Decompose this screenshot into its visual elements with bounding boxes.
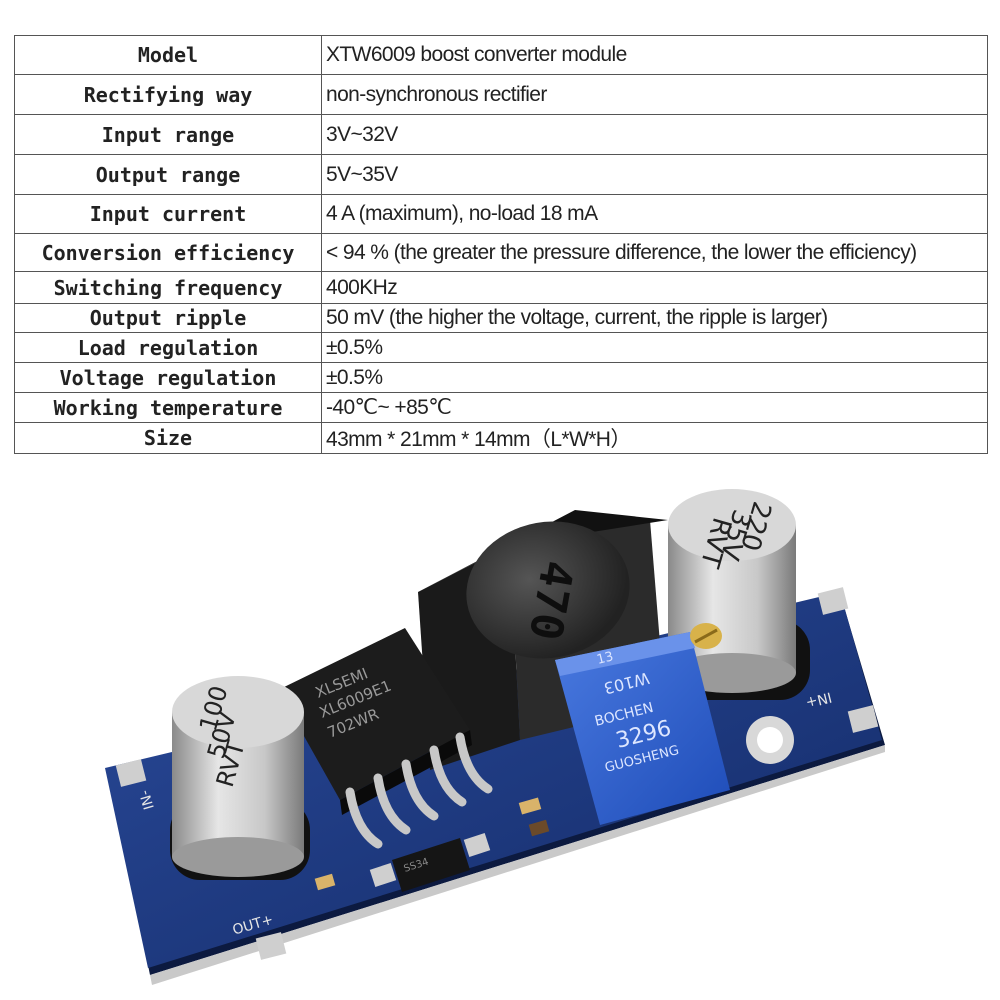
potentiometer-top — [555, 632, 695, 676]
spec-row-load-regulation: Load regulation ±0.5% — [14, 332, 988, 363]
spec-row-switching-frequency: Switching frequency 400KHz — [14, 271, 988, 304]
spec-label: Input range — [14, 114, 322, 155]
spec-label: Working temperature — [14, 392, 322, 423]
spec-label: Output ripple — [14, 303, 322, 333]
pad — [847, 705, 879, 733]
spec-row-output-ripple: Output ripple 50 mV (the higher the volt… — [14, 303, 988, 333]
spec-label: Rectifying way — [14, 74, 322, 115]
spec-row-output-range: Output range 5V~35V — [14, 154, 988, 195]
pad — [817, 587, 849, 615]
spec-table: Model XTW6009 boost converter module Rec… — [14, 35, 988, 454]
spec-value: 43mm * 21mm * 14mm（L*W*H） — [321, 422, 988, 454]
spec-value: 50 mV (the higher the voltage, current, … — [321, 303, 988, 333]
cap-left-top — [172, 676, 304, 748]
smd-resistor — [528, 819, 550, 837]
spec-value: 4 A (maximum), no-load 18 mA — [321, 194, 988, 234]
diode-lead — [463, 833, 491, 857]
spec-value: 3V~32V — [321, 114, 988, 155]
spec-row-model: Model XTW6009 boost converter module — [14, 35, 988, 75]
silk-in-minus: IN- — [137, 788, 158, 811]
spec-value: < 94 % (the greater the pressure differe… — [321, 233, 988, 272]
mounting-hole-inner — [757, 727, 783, 753]
chip-lead — [455, 732, 493, 794]
silk-in-plus: IN+ — [804, 688, 833, 710]
spec-label: Output range — [14, 154, 322, 195]
pcb-side — [150, 745, 885, 985]
spec-value: ±0.5% — [321, 332, 988, 363]
spec-value: ±0.5% — [321, 362, 988, 393]
spec-value: non-synchronous rectifier — [321, 74, 988, 115]
spec-row-conversion-efficiency: Conversion efficiency < 94 % (the greate… — [14, 233, 988, 272]
cap-left-bottom — [172, 837, 304, 877]
boost-converter-board-illustration: IN+ OUT+ IN- 470 XLSEMI XL6009E1 702WR S… — [105, 489, 885, 985]
diode-lead — [369, 863, 397, 887]
pad — [115, 759, 147, 787]
diode-body — [392, 838, 470, 892]
chip-lead — [345, 787, 383, 849]
pad — [255, 932, 287, 960]
spec-row-voltage-regulation: Voltage regulation ±0.5% — [14, 362, 988, 393]
chip-lead — [429, 745, 467, 807]
potentiometer-screw-slot — [694, 628, 718, 644]
spec-row-input-current: Input current 4 A (maximum), no-load 18 … — [14, 194, 988, 234]
potentiometer-body — [555, 632, 730, 825]
inductor-coil — [466, 521, 630, 659]
spec-value: -40℃~ +85℃ — [321, 392, 988, 423]
smd-capacitor — [314, 873, 336, 891]
spec-label: Model — [14, 35, 322, 75]
spec-label: Voltage regulation — [14, 362, 322, 393]
chip-lead — [373, 773, 411, 835]
spec-value: 400KHz — [321, 271, 988, 304]
product-photo: IN+ OUT+ IN- 470 XLSEMI XL6009E1 702WR S… — [0, 470, 1000, 1000]
spec-label: Size — [14, 422, 322, 454]
spec-label: Input current — [14, 194, 322, 234]
spec-value: 5V~35V — [321, 154, 988, 195]
spec-label: Conversion efficiency — [14, 233, 322, 272]
spec-row-input-range: Input range 3V~32V — [14, 114, 988, 155]
smd-resistor — [518, 797, 542, 815]
cap-right-top — [668, 489, 796, 561]
spec-label: Switching frequency — [14, 271, 322, 304]
chip-lead — [401, 759, 439, 821]
chip-body — [278, 628, 470, 800]
spec-row-size: Size 43mm * 21mm * 14mm（L*W*H） — [14, 422, 988, 454]
spec-label: Load regulation — [14, 332, 322, 363]
spec-row-rectifying-way: Rectifying way non-synchronous rectifier — [14, 74, 988, 115]
pot-top-mark: 13 — [595, 649, 615, 668]
inductor-box-top — [418, 510, 668, 592]
spec-value: XTW6009 boost converter module — [321, 35, 988, 75]
spec-row-working-temperature: Working temperature -40℃~ +85℃ — [14, 392, 988, 423]
